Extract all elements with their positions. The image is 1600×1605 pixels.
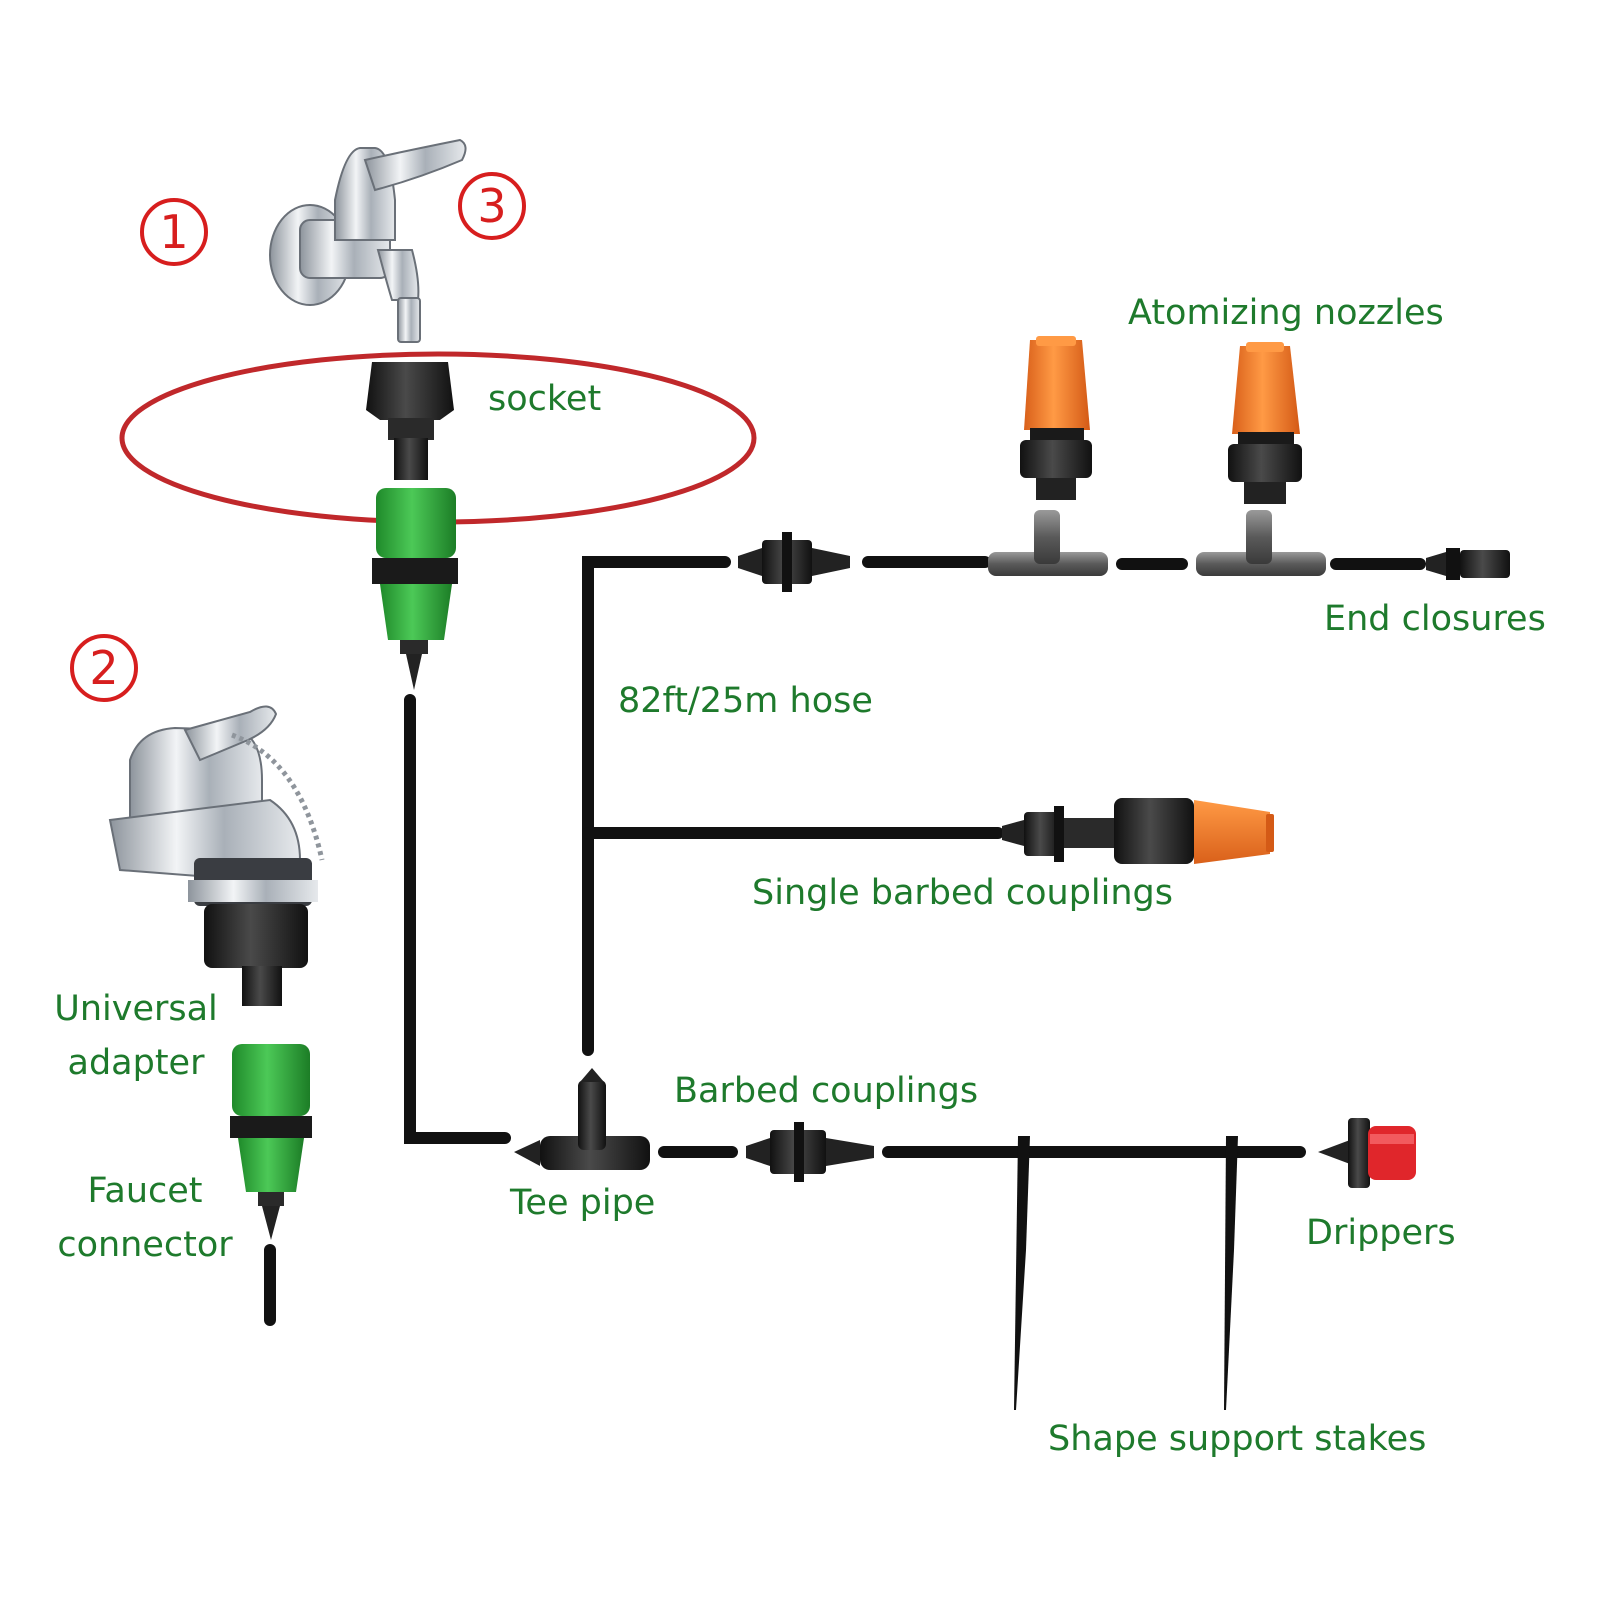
marker-three: 3 <box>458 172 526 240</box>
drippers-label: Drippers <box>1306 1213 1456 1253</box>
tee-upper-1-icon <box>988 510 1108 576</box>
hose-connector-top-icon <box>372 488 458 690</box>
single-barbed-coupling-icon <box>1002 806 1114 862</box>
hose-label: 82ft/25m hose <box>618 681 873 721</box>
tee-pipe-icon <box>514 1068 650 1170</box>
marker-one: 1 <box>140 198 208 266</box>
universal-adapter-label-line2: adapter <box>67 1043 205 1083</box>
atomizing-nozzle-1-icon <box>1020 336 1092 500</box>
tee-upper-2-icon <box>1196 510 1326 576</box>
main-hose <box>404 694 511 1144</box>
hose-lines <box>264 556 1426 1326</box>
universal-adapter-label-line1: Universal <box>54 989 218 1029</box>
faucet-connector-label-line2: connector <box>57 1225 233 1265</box>
barbed-couplings-label: Barbed couplings <box>674 1071 979 1111</box>
faucet-top-icon <box>269 138 467 343</box>
support-stake-2-icon <box>1224 1136 1238 1410</box>
barbed-coupling-lower-icon <box>746 1122 874 1182</box>
marker-two: 2 <box>70 634 138 702</box>
single-barbed-couplings-label: Single barbed couplings <box>752 873 1174 913</box>
socket-connector-icon <box>366 362 454 480</box>
faucet-connector-icon <box>230 1044 312 1240</box>
dripper-icon <box>1318 1118 1416 1188</box>
end-closure-icon <box>1426 548 1510 580</box>
faucet-connector-label: Faucet connector <box>50 1170 240 1266</box>
support-stake-1-icon <box>1014 1136 1030 1410</box>
tee-pipe-label: Tee pipe <box>510 1183 656 1223</box>
atomizing-nozzle-2-icon <box>1228 342 1302 504</box>
end-closures-label: End closures <box>1324 599 1546 639</box>
universal-adapter-label: Universal adapter <box>46 988 226 1084</box>
faucet-connector-label-line1: Faucet <box>87 1171 203 1211</box>
shape-support-stakes-label: Shape support stakes <box>1048 1419 1427 1459</box>
faucet-universal-icon <box>108 705 325 1006</box>
single-nozzle-icon <box>1114 798 1274 864</box>
barbed-coupling-upper-icon <box>738 532 850 592</box>
branch-hose-vertical <box>582 556 731 1056</box>
socket-label: socket <box>488 379 602 419</box>
atomizing-nozzles-label: Atomizing nozzles <box>1128 293 1444 333</box>
